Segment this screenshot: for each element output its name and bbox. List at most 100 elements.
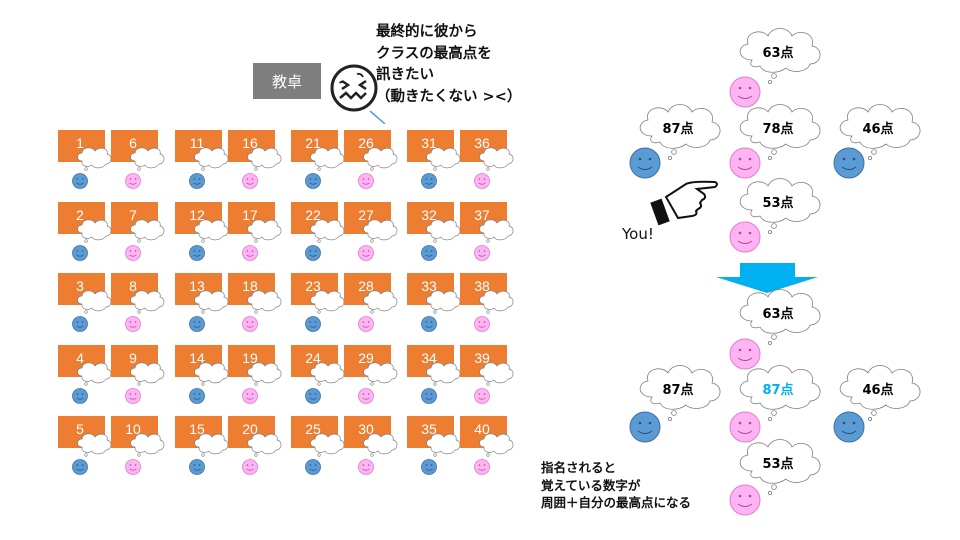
smile-face-icon	[72, 388, 88, 404]
before-center-student: 78点	[729, 104, 821, 179]
seat-number: 14	[189, 350, 205, 366]
thought-cloud	[363, 147, 398, 169]
smile-face-icon	[189, 173, 205, 189]
smile-face-icon	[474, 459, 490, 475]
smile-face-icon	[242, 388, 258, 404]
seat-number: 30	[358, 421, 374, 437]
thought-cloud	[310, 147, 345, 169]
seat-number: 39	[474, 350, 490, 366]
smile-face-icon	[305, 388, 321, 404]
thought-cloud	[77, 147, 112, 169]
seat-number: 35	[421, 421, 437, 437]
before-top-student: 63点	[729, 28, 821, 108]
score-label: 63点	[762, 306, 793, 322]
smile-face-icon	[841, 421, 857, 434]
pointing-hand-icon	[650, 180, 718, 226]
smile-face-icon	[637, 157, 653, 170]
score-label: 46点	[862, 382, 893, 398]
thought-cloud	[363, 290, 398, 312]
thought-cloud	[479, 219, 514, 241]
student-seat: 31	[407, 130, 461, 189]
thought-cloud	[479, 362, 514, 384]
seat-number: 34	[421, 350, 437, 366]
seat-number: 18	[242, 278, 258, 294]
smile-face-icon	[242, 459, 258, 475]
caption-text: 指名されると 覚えている数字が 周囲＋自分の最高点になる	[541, 460, 692, 510]
smile-face-icon	[737, 421, 753, 434]
thought-cloud	[194, 362, 229, 384]
smile-face-icon	[72, 316, 88, 332]
seat-number: 29	[358, 350, 374, 366]
score-label: 46点	[862, 121, 893, 137]
smile-face-icon	[189, 316, 205, 332]
student-seat: 2	[58, 202, 112, 261]
smile-face-icon	[72, 459, 88, 475]
thought-cloud	[363, 433, 398, 455]
seat-number: 38	[474, 278, 490, 294]
thought-cloud	[77, 362, 112, 384]
smile-face-icon	[125, 388, 141, 404]
teacher-desk: 教卓	[253, 63, 321, 99]
smile-face-icon	[189, 388, 205, 404]
smile-face-icon	[242, 316, 258, 332]
thought-cloud	[363, 362, 398, 384]
student-seat: 24	[291, 345, 345, 404]
thought-cloud	[479, 290, 514, 312]
student-seat: 38	[460, 273, 514, 332]
student-seat: 34	[407, 345, 461, 404]
smile-face-icon	[474, 388, 490, 404]
seat-number: 13	[189, 278, 205, 294]
student-seat: 30	[344, 416, 398, 475]
thought-cloud	[130, 290, 165, 312]
seat-number: 32	[421, 207, 437, 223]
student-seat: 28	[344, 273, 398, 332]
thought-cloud	[194, 219, 229, 241]
smile-face-icon	[242, 245, 258, 261]
smile-face-icon	[358, 173, 374, 189]
seat-number: 21	[305, 135, 321, 151]
student-seat: 29	[344, 345, 398, 404]
student-seat: 20	[228, 416, 282, 475]
smile-face-icon	[189, 245, 205, 261]
seat-number: 36	[474, 135, 490, 151]
after-top-student: 63点	[729, 289, 821, 370]
thought-cloud	[194, 147, 229, 169]
student-seat: 7	[111, 202, 165, 261]
thought-cloud	[310, 362, 345, 384]
teacher-thought-text: 最終的に彼から クラスの最高点を 訊きたい （動きたくない ><）	[376, 24, 522, 105]
smile-face-icon	[305, 459, 321, 475]
thought-cloud	[194, 290, 229, 312]
thought-cloud	[426, 433, 461, 455]
smile-face-icon	[125, 173, 141, 189]
seat-number: 27	[358, 207, 374, 223]
smile-face-icon	[72, 245, 88, 261]
student-seat: 10	[111, 416, 165, 475]
seat-number: 7	[129, 207, 137, 223]
smile-face-icon	[125, 316, 141, 332]
seat-number: 22	[305, 207, 321, 223]
seat-number: 4	[76, 350, 84, 366]
thought-cloud	[426, 290, 461, 312]
thought-cloud	[130, 219, 165, 241]
score-label: 53点	[762, 456, 793, 472]
student-seat: 37	[460, 202, 514, 261]
seat-number: 5	[76, 421, 84, 437]
thought-cloud	[310, 219, 345, 241]
smile-face-icon	[421, 173, 437, 189]
student-seat: 5	[58, 416, 112, 475]
student-seat: 27	[344, 202, 398, 261]
student-seat: 13	[175, 273, 229, 332]
thought-cloud	[310, 290, 345, 312]
seat-number: 31	[421, 135, 437, 151]
score-label: 87点	[662, 121, 693, 137]
student-seat: 32	[407, 202, 461, 261]
smile-face-icon	[72, 173, 88, 189]
you-label: You!	[622, 225, 654, 243]
seat-number: 19	[242, 350, 258, 366]
smile-face-icon	[358, 245, 374, 261]
seat-number: 24	[305, 350, 321, 366]
thought-cloud	[77, 433, 112, 455]
score-label: 78点	[762, 121, 793, 137]
student-seat: 16	[228, 130, 282, 189]
